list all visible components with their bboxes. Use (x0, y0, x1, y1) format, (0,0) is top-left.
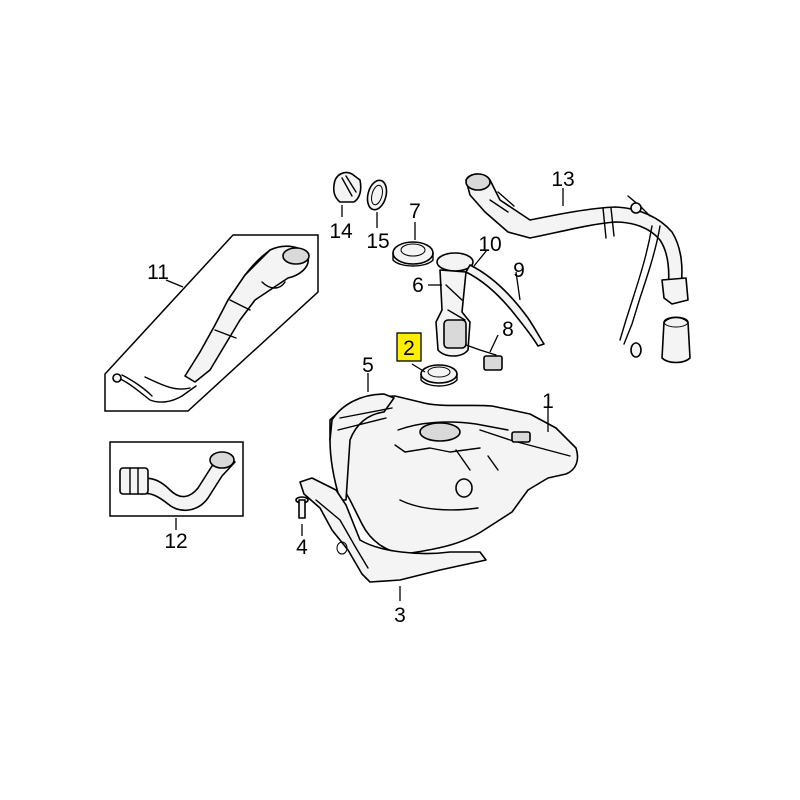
callout-7[interactable]: 7 (409, 200, 421, 223)
callout-2[interactable]: 2 (403, 337, 415, 360)
callout-8[interactable]: 8 (502, 318, 514, 341)
callout-14[interactable]: 14 (329, 220, 353, 243)
callout-15[interactable]: 15 (366, 230, 389, 253)
part-8-sender-wire (465, 344, 503, 371)
callout-4[interactable]: 4 (296, 536, 308, 559)
part-7-lock-ring (392, 241, 434, 267)
callout-12[interactable]: 12 (164, 530, 187, 553)
part-12-hose-inset (109, 441, 244, 517)
callout-10[interactable]: 10 (478, 233, 501, 256)
part-4-bolt (295, 496, 309, 519)
callout-6[interactable]: 6 (412, 274, 424, 297)
part-6-fuel-pump-module (435, 252, 474, 357)
part-9-hose (465, 264, 545, 347)
part-1-fuel-tank (329, 395, 579, 555)
callout-11[interactable]: 11 (147, 261, 169, 284)
part-3-strap (299, 477, 487, 583)
part-14-fuel-cap (332, 171, 362, 203)
part-5-heat-shield (329, 393, 395, 501)
callout-9[interactable]: 9 (513, 259, 525, 282)
part-2-seal (420, 364, 458, 387)
callout-labels: 1 2 3 4 5 6 7 8 9 10 11 12 13 14 15 (147, 168, 575, 627)
part-11-filler-neck-inset (104, 234, 319, 412)
highlight-box-2 (396, 332, 422, 362)
leader-lines (165, 188, 564, 601)
part-15-gasket (366, 179, 388, 211)
callout-3[interactable]: 3 (394, 604, 406, 627)
callout-13[interactable]: 13 (551, 168, 574, 191)
callout-5[interactable]: 5 (362, 354, 374, 377)
part-13-filler-tube (465, 173, 691, 364)
callout-1[interactable]: 1 (542, 390, 554, 413)
